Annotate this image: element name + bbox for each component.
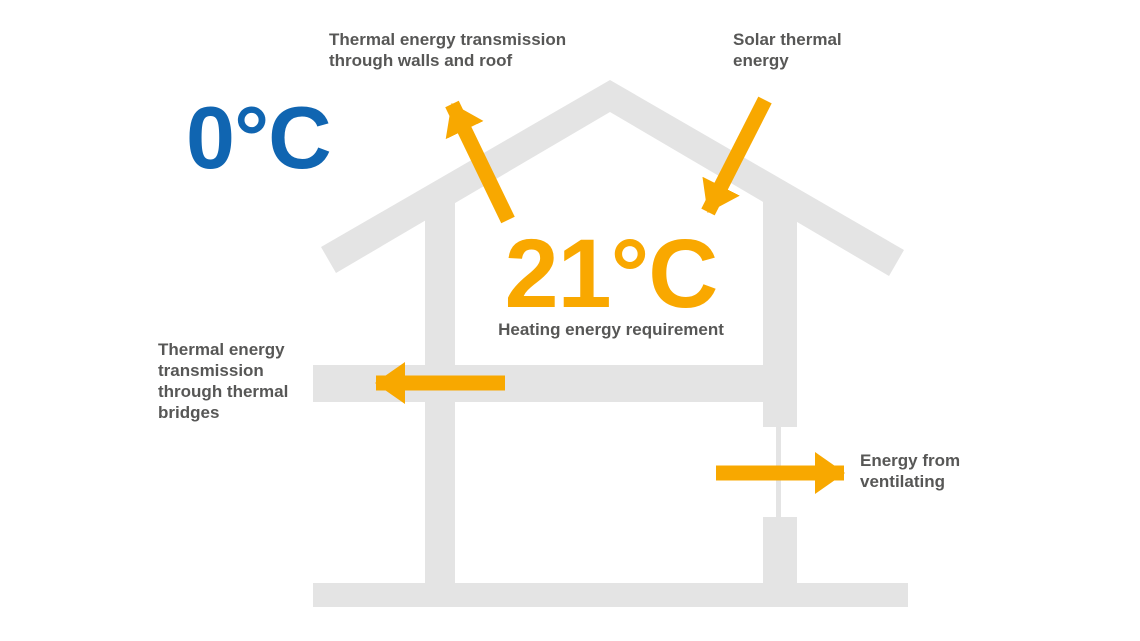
label-solar-thermal-energy: Solar thermal energy (733, 30, 842, 70)
arrow-walls-roof-icon (445, 100, 515, 224)
label-heating-energy-requirement: Heating energy requirement (498, 320, 724, 339)
house-ground-floor (313, 583, 908, 607)
inside-temperature: 21°C (504, 219, 719, 328)
energy-arrows (375, 96, 845, 494)
arrow-solar-icon (701, 96, 772, 216)
outside-temperature: 0°C (186, 88, 332, 187)
label-energy-from-ventilating: Energy from ventilating (860, 451, 961, 491)
house-outline (313, 80, 908, 607)
house-right-wall-lower (763, 517, 797, 583)
label-transmission-walls-roof: Thermal energy transmission through wall… (329, 30, 567, 70)
label-transmission-thermal-bridges: Thermal energy transmission through ther… (158, 340, 289, 422)
